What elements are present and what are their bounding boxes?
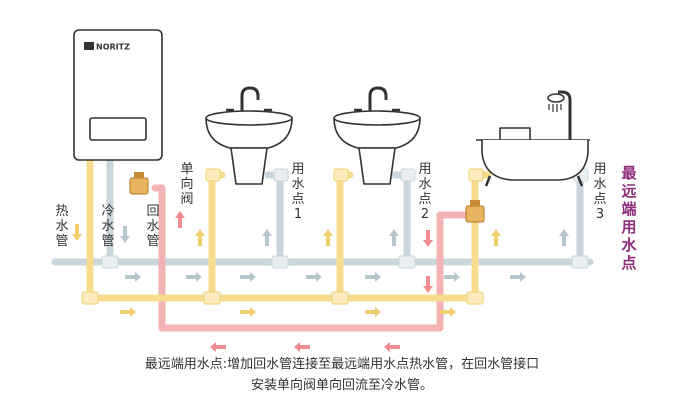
cold-pipe-label: 冷水管 <box>101 204 115 249</box>
check-valve-heater <box>129 172 149 195</box>
caption-line-2: 安装单向阀单向回流至冷水管。 <box>250 378 433 393</box>
point-1-label: 用水点1 <box>291 162 305 222</box>
check-valve-label: 单向阀 <box>180 162 194 207</box>
pipe-joints <box>101 255 589 269</box>
hot-pipe-joints <box>81 168 484 305</box>
sink-2-icon <box>333 86 421 185</box>
return-flow-arrows <box>175 211 433 352</box>
return-water-pipe <box>151 184 479 332</box>
check-valve-far-end <box>465 200 485 223</box>
bathtub-icon <box>476 90 590 187</box>
brand-logo-icon <box>84 42 94 50</box>
heater-brand: NORITZ <box>96 43 130 52</box>
point-2-label: 用水点2 <box>418 162 432 222</box>
hot-flow-arrows <box>72 224 501 317</box>
caption-line-1: 最远端用水点:增加回水管连接至最远端用水点热水管，在回水管接口 <box>144 357 540 372</box>
cold-flow-arrows <box>120 226 569 282</box>
hot-pipe-label: 热水管 <box>55 204 69 249</box>
return-pipe-label: 回水管 <box>146 204 160 249</box>
sink-1-icon <box>205 86 293 185</box>
water-heater: NORITZ <box>73 29 163 161</box>
point-3-label: 用水点3 <box>593 162 607 222</box>
farthest-point-label: 最远端用水点 <box>621 164 637 272</box>
